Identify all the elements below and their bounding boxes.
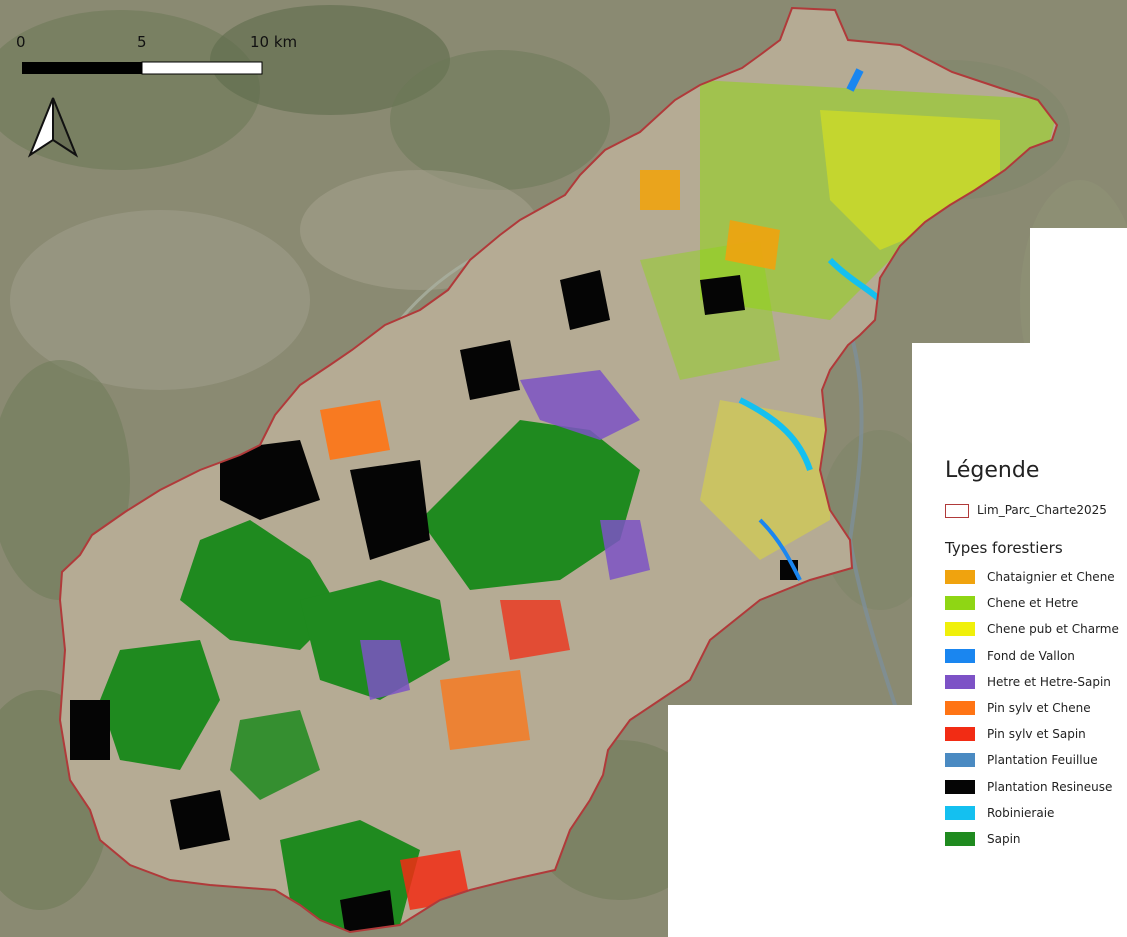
- scale-bar-black-segment: [22, 62, 142, 74]
- legend-label: Pin sylv et Chene: [987, 701, 1091, 716]
- legend-swatch: [945, 831, 975, 846]
- legend-item: Chene pub et Charme: [945, 616, 1119, 642]
- north-arrow-icon: [27, 97, 79, 158]
- scale-bar: [22, 61, 263, 75]
- scale-label-5: 5: [137, 33, 147, 51]
- legend-swatch: [945, 701, 975, 716]
- legend-swatch: [945, 727, 975, 742]
- legend-label: Chene et Hetre: [987, 596, 1079, 611]
- legend-item: Pin sylv et Chene: [945, 695, 1119, 721]
- legend-label: Robinieraie: [987, 805, 1055, 820]
- legend-item: Hetre et Hetre-Sapin: [945, 669, 1119, 695]
- legend-subtitle: Types forestiers: [945, 539, 1063, 557]
- legend-label: Pin sylv et Sapin: [987, 727, 1086, 742]
- legend-title: Légende: [945, 458, 1040, 483]
- legend-boundary-label: Lim_Parc_Charte2025: [977, 503, 1107, 517]
- legend-item: Fond de Vallon: [945, 643, 1119, 669]
- legend-swatch: [945, 674, 975, 689]
- legend-swatch: [945, 570, 975, 585]
- legend-label: Plantation Feuillue: [987, 753, 1098, 768]
- legend-swatch: [945, 779, 975, 794]
- legend-boundary-swatch: [945, 503, 969, 518]
- legend-item: Plantation Resineuse: [945, 774, 1119, 800]
- legend-label: Chene pub et Charme: [987, 622, 1119, 637]
- legend-label: Chataignier et Chene: [987, 570, 1115, 585]
- scale-bar-white-segment: [141, 61, 263, 75]
- legend-swatch: [945, 622, 975, 637]
- map-mask-top: [1030, 228, 1127, 348]
- legend-swatch: [945, 648, 975, 663]
- map-mask-bottom: [668, 705, 918, 937]
- legend-item: Chataignier et Chene: [945, 564, 1119, 590]
- park-boundary: [58, 6, 1059, 934]
- legend-label: Fond de Vallon: [987, 648, 1075, 663]
- legend-label: Sapin: [987, 831, 1021, 846]
- legend-swatch: [945, 753, 975, 768]
- legend-item: Pin sylv et Sapin: [945, 721, 1119, 747]
- scale-label-10km: 10 km: [250, 33, 298, 51]
- scale-label-0: 0: [16, 33, 26, 51]
- legend-swatch: [945, 596, 975, 611]
- legend-item: Sapin: [945, 826, 1119, 852]
- legend-boundary-entry: Lim_Parc_Charte2025: [945, 503, 1107, 518]
- legend-label: Plantation Resineuse: [987, 779, 1113, 794]
- legend-swatch: [945, 805, 975, 820]
- legend-item: Chene et Hetre: [945, 590, 1119, 616]
- legend-item: Plantation Feuillue: [945, 747, 1119, 773]
- legend-label: Hetre et Hetre-Sapin: [987, 674, 1111, 689]
- legend-item: Robinieraie: [945, 800, 1119, 826]
